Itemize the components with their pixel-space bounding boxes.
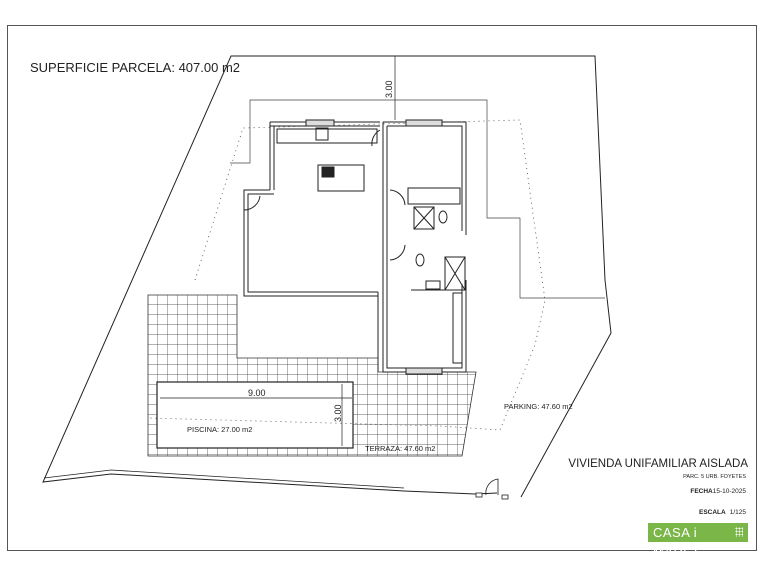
plot-boundary [42,55,612,498]
dotted-outline [147,119,546,431]
company-logo: CASA i MARGE [648,523,748,559]
pool-width-dimension: 3.00 [333,404,343,422]
parking-label: PARKING: 47.60 m2 [504,402,573,411]
house [243,119,467,375]
sheet-frame [7,25,757,551]
project-subtitle: PARC. 5 URB. FOYETES [683,474,746,480]
terrace-label: TERRAZA: 47.60 m2 [365,444,435,453]
setback-dimension: 3.00 [384,80,394,98]
plot-boundary-inner [43,469,405,489]
scale-value: 1/125 [730,509,747,516]
logo-dots-icon [735,527,743,537]
pool [156,381,354,449]
project-title: VIVIENDA UNIFAMILIAR AISLADA [568,458,748,470]
pool-length-dimension: 9.00 [248,388,266,398]
date-value: 15-10-2025 [713,488,747,495]
plot-area-label: SUPERFICIE PARCELA: 407.00 m2 [30,60,240,75]
scale-label: ESCALA [699,509,726,516]
date: FECHA15-10-2025 [690,488,746,495]
pool-label: PISCINA: 27.00 m2 [187,425,252,434]
setback-line [230,99,605,299]
date-label: FECHA [690,488,713,495]
scale: ESCALA 1/125 [699,509,746,516]
gate [475,478,509,500]
pool-dimensions [160,384,352,446]
